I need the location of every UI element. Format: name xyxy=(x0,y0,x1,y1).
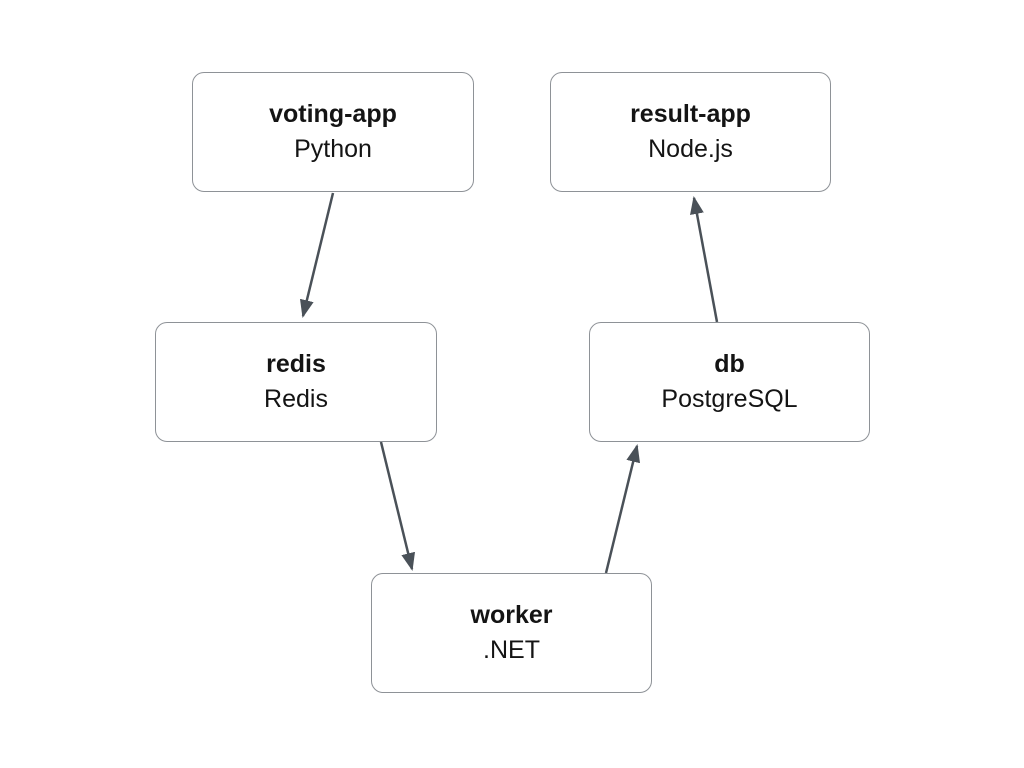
node-voting-app: voting-app Python xyxy=(192,72,474,192)
node-result-app: result-app Node.js xyxy=(550,72,831,192)
node-title: db xyxy=(714,350,745,378)
node-db: db PostgreSQL xyxy=(589,322,870,442)
edge-redis-to-worker xyxy=(379,441,416,571)
node-subtitle: Redis xyxy=(264,385,328,413)
node-subtitle: Node.js xyxy=(648,135,733,163)
node-title: worker xyxy=(470,601,553,629)
node-subtitle: .NET xyxy=(483,636,540,664)
node-redis: redis Redis xyxy=(155,322,437,442)
node-worker: worker .NET xyxy=(371,573,652,693)
node-subtitle: PostgreSQL xyxy=(661,385,798,413)
edge-db-to-result-app xyxy=(690,196,719,323)
node-title: redis xyxy=(266,350,326,378)
node-title: voting-app xyxy=(269,100,397,128)
node-title: result-app xyxy=(630,100,751,128)
edge-worker-to-db xyxy=(604,444,641,574)
edge-voting-app-to-redis xyxy=(299,192,335,318)
node-subtitle: Python xyxy=(294,135,372,163)
